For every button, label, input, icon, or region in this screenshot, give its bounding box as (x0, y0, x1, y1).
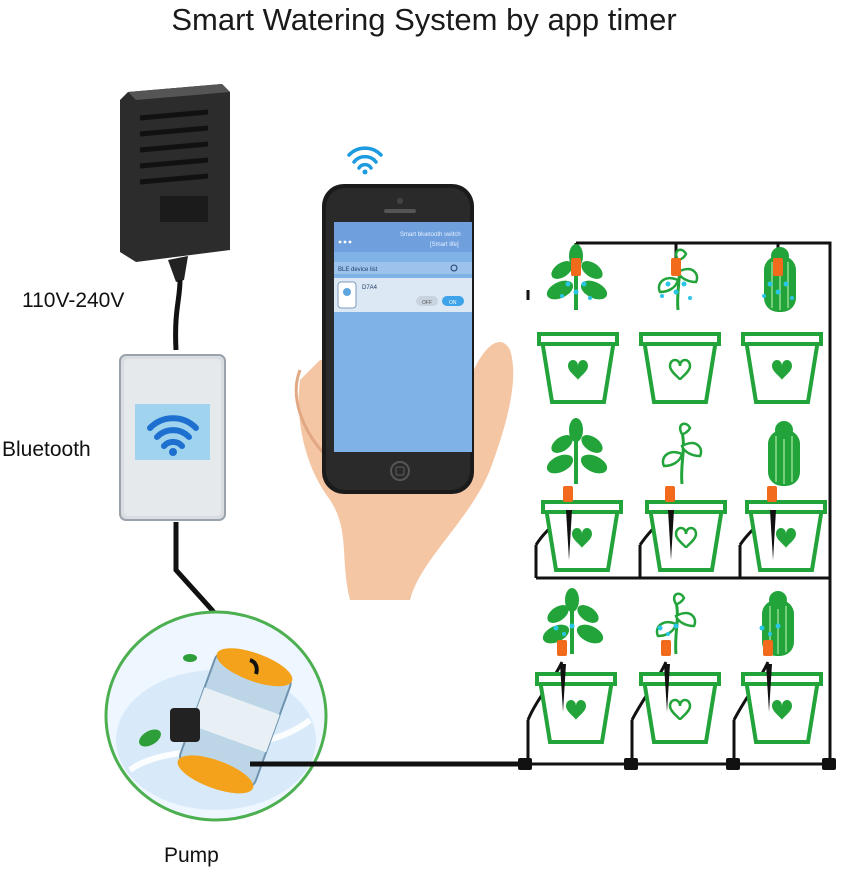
smartphone: Smart bluetooth switch [Smart life] BLE … (322, 184, 474, 494)
power-adapter (120, 84, 230, 351)
plant-row-1: BEATE (537, 242, 823, 404)
wifi-icon (147, 415, 199, 449)
diagram-title: Smart Watering System by app timer (171, 2, 677, 37)
svg-text:ON: ON (449, 300, 457, 306)
plant-row-3 (535, 586, 823, 744)
pump-label: Pump (164, 844, 219, 867)
svg-text:Bluetooth: Bluetooth (2, 438, 91, 461)
bluetooth-label: Bluetooth (2, 438, 91, 461)
svg-text:BLE device list: BLE device list (338, 267, 378, 273)
plant-leafy-2 (541, 416, 613, 486)
plant-cactus-1 (763, 246, 797, 313)
svg-text:D7A4: D7A4 (362, 285, 378, 291)
svg-text:[Smart life]: [Smart life] (430, 242, 459, 248)
bluetooth-module (119, 354, 252, 662)
svg-text:Smart bluetooth switch: Smart bluetooth switch (400, 232, 461, 238)
voltage-label: 110V-240V (22, 289, 124, 312)
wifi-icon (347, 146, 383, 175)
svg-text:110V-240V: 110V-240V (22, 289, 124, 312)
plant-row-2 (541, 416, 827, 572)
plant-leafy-1 (541, 242, 613, 312)
plant-sprout-2 (661, 422, 703, 486)
pipe-connectors (518, 758, 836, 770)
svg-text:BEATE: BEATE (780, 338, 800, 344)
plant-leafy-3 (537, 586, 609, 656)
plant-cactus-2 (767, 420, 801, 487)
drippers (553, 258, 794, 712)
pump (104, 610, 520, 822)
svg-text:Pump: Pump (164, 844, 219, 867)
svg-text:OFF: OFF (422, 300, 432, 306)
